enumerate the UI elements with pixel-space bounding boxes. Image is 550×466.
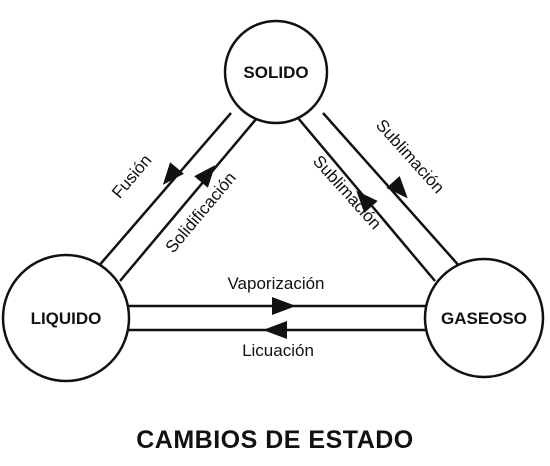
node-solid-label: SOLIDO bbox=[243, 63, 308, 82]
node-solid: SOLIDO bbox=[223, 19, 329, 125]
fusion-arrow bbox=[162, 162, 184, 185]
sublimation-up-arrow bbox=[356, 190, 378, 214]
diagram-title: CAMBIOS DE ESTADO bbox=[136, 426, 414, 454]
solidification-arrow bbox=[194, 165, 216, 188]
node-gas: GASEOSO bbox=[423, 257, 545, 379]
node-gas-label: GASEOSO bbox=[441, 309, 527, 328]
liquefaction-label: Licuación bbox=[242, 341, 314, 360]
vaporization-arrow bbox=[272, 297, 296, 315]
sublimation-down-label: Sublimación bbox=[372, 116, 448, 198]
node-liquid: LIQUIDO bbox=[1, 253, 131, 383]
node-liquid-label: LIQUIDO bbox=[31, 309, 102, 328]
vaporization-label: Vaporización bbox=[227, 274, 324, 293]
channel-solid-gas bbox=[297, 112, 462, 282]
fusion-label: Fusión bbox=[108, 151, 155, 202]
liquefaction-arrow bbox=[263, 321, 287, 339]
sublimation-up-label: Sublimación bbox=[309, 152, 385, 234]
channel-solid-liquid bbox=[96, 112, 258, 282]
sublimation-down-arrow bbox=[386, 175, 408, 199]
